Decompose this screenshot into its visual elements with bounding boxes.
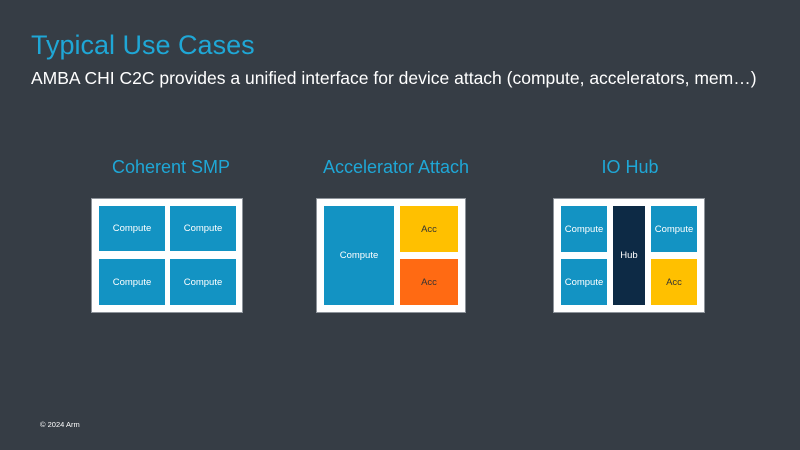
compute-block: Compute bbox=[99, 259, 165, 305]
heading-coherent-smp: Coherent SMP bbox=[111, 157, 231, 177]
compute-block: Compute bbox=[561, 206, 607, 252]
diagram-coherent-smp: Compute Compute Compute Compute bbox=[91, 198, 243, 313]
slide-title: Typical Use Cases bbox=[31, 30, 255, 60]
compute-block: Compute bbox=[99, 206, 165, 251]
compute-block: Compute bbox=[561, 259, 607, 305]
compute-block: Compute bbox=[324, 206, 394, 305]
accelerator-block: Acc bbox=[651, 259, 697, 305]
slide-subtitle: AMBA CHI C2C provides a unified interfac… bbox=[31, 68, 757, 88]
compute-block: Compute bbox=[170, 206, 236, 251]
diagram-io-hub: Compute Hub Compute Compute Acc bbox=[553, 198, 705, 313]
compute-block: Compute bbox=[170, 259, 236, 305]
accelerator-block: Acc bbox=[400, 206, 458, 252]
heading-io-hub: IO Hub bbox=[601, 157, 659, 177]
compute-block: Compute bbox=[651, 206, 697, 252]
copyright-footer: © 2024 Arm bbox=[40, 420, 80, 429]
hub-block: Hub bbox=[613, 206, 645, 305]
heading-accelerator-attach: Accelerator Attach bbox=[322, 157, 470, 177]
diagram-accelerator-attach: Compute Acc Acc bbox=[316, 198, 466, 313]
accelerator-block: Acc bbox=[400, 259, 458, 305]
